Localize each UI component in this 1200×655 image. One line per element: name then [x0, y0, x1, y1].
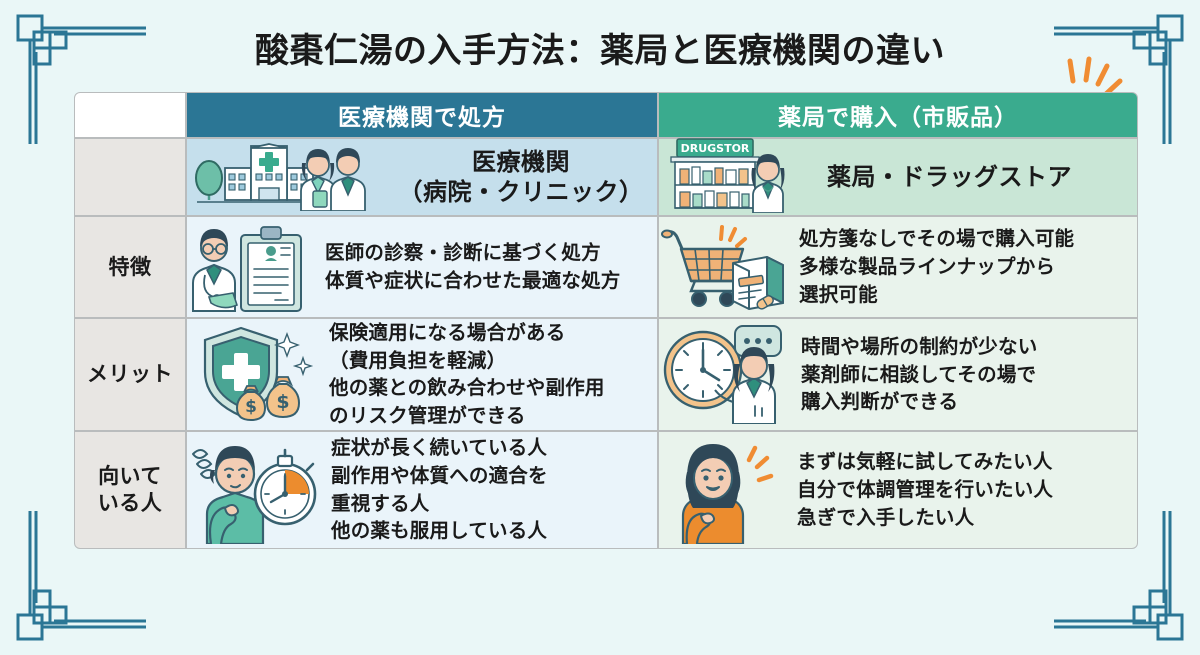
- row-label-suited-people: 向いて いる人: [74, 430, 186, 549]
- row-label-merits: メリット: [74, 318, 186, 431]
- table-row: 医療機関 （病院・クリニック） DRUGSTOR: [74, 138, 1138, 216]
- smiling-woman-icon: [673, 432, 785, 548]
- worried-man-stopwatch-icon: [187, 432, 319, 548]
- table-row: メリット: [74, 318, 1138, 431]
- hospital-building-doctors-icon: [187, 138, 337, 216]
- header-medical-institution: 医療機関で処方: [186, 92, 658, 138]
- cell-features-medical: 医師の診察・診断に基づく処方 体質や症状に合わせた最適な処方: [186, 216, 658, 318]
- doctor-pair-icon: [293, 139, 371, 215]
- features-pharmacy-text: 処方箋なしでその場で購入可能 多様な製品ラインナップから 選択可能: [799, 227, 1075, 306]
- cell-entity-medical: 医療機関 （病院・クリニック）: [186, 138, 658, 216]
- merits-medical-text: 保険適用になる場合がある （費用負担を軽減） 他の薬との飲み合わせや副作用 のリ…: [329, 321, 605, 428]
- suited-medical-text: 症状が長く続いている人 副作用や体質への適合を 重視する人 他の薬も服用している…: [331, 436, 548, 543]
- table-row: 特徴: [74, 216, 1138, 318]
- entity-name-medical: 医療機関 （病院・クリニック）: [398, 148, 644, 206]
- doctor-clipboard-icon: [187, 217, 313, 317]
- table-header-row: 医療機関で処方 薬局で購入（市販品）: [74, 92, 1138, 138]
- table-row: 向いて いる人: [74, 430, 1138, 549]
- comparison-table: 医療機関で処方 薬局で購入（市販品）: [74, 92, 1138, 549]
- page-title: 酸棗仁湯の入手方法：薬局と医療機関の違い: [255, 31, 945, 71]
- cell-merits-medical: $ $ 保険適用になる場合がある （費用負担を軽減） 他の薬との飲み合わせや副作…: [186, 318, 658, 431]
- shopping-cart-medicine-box-icon: [659, 219, 787, 315]
- cell-suited-medical: 症状が長く続いている人 副作用や体質への適合を 重視する人 他の薬も服用している…: [186, 430, 658, 549]
- drugstore-sign-text: DRUGSTOR: [681, 142, 750, 155]
- svg-text:$: $: [245, 397, 257, 417]
- cell-merits-pharmacy: 時間や場所の制約が少ない 薬剤師に相談してその場で 購入判断ができる: [658, 318, 1138, 431]
- cell-entity-pharmacy: DRUGSTOR: [658, 138, 1138, 216]
- header-pharmacy: 薬局で購入（市販品）: [658, 92, 1138, 138]
- row-label-features: 特徴: [74, 216, 186, 318]
- entity-name-pharmacy: 薬局・ドラッグストア: [827, 163, 1072, 191]
- comparison-table-wrapper: 医療機関で処方 薬局で購入（市販品）: [74, 92, 1138, 549]
- cell-features-pharmacy: 処方箋なしでその場で購入可能 多様な製品ラインナップから 選択可能: [658, 216, 1138, 318]
- svg-text:$: $: [276, 391, 289, 413]
- header-blank-cell: [74, 92, 186, 138]
- cell-suited-pharmacy: まずは気軽に試してみたい人 自分で体調管理を行いたい人 急ぎで入手したい人: [658, 430, 1138, 549]
- merits-pharmacy-text: 時間や場所の制約が少ない 薬剤師に相談してその場で 購入判断ができる: [801, 334, 1038, 414]
- features-medical-text: 医師の診察・診断に基づく処方 体質や症状に合わせた最適な処方: [325, 241, 621, 292]
- row-label-entity: [74, 138, 186, 216]
- shield-cross-money-bags-icon: $ $: [187, 320, 317, 428]
- suited-pharmacy-text: まずは気軽に試してみたい人 自分で体調管理を行いたい人 急ぎで入手したい人: [797, 450, 1054, 529]
- drugstore-shelf-pharmacist-icon: DRUGSTOR: [659, 137, 799, 217]
- clock-pharmacist-speech-icon: [659, 320, 789, 428]
